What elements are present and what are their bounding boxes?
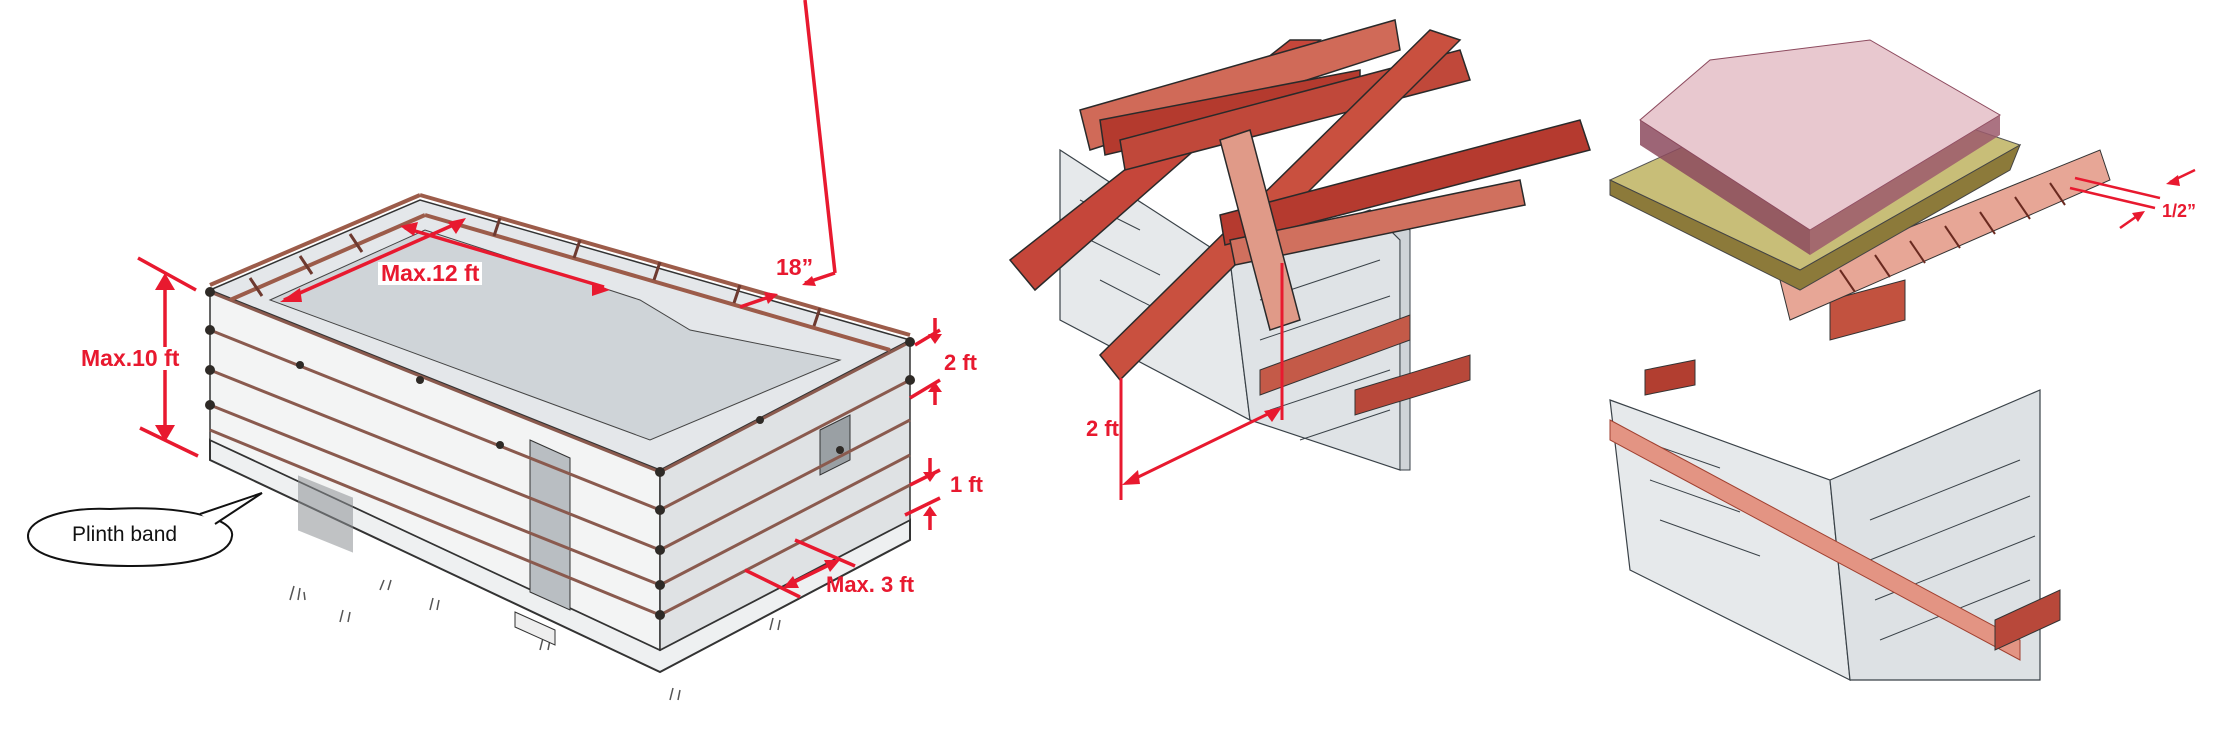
label-plinth-1ft: 1 ft	[950, 472, 983, 497]
label-max-height: Max.10 ft	[78, 347, 183, 370]
label-band-spacing: 18”	[776, 254, 814, 280]
panel-roof-layer-section: 1/2”	[1600, 0, 2220, 738]
roof-framing-illustration	[1008, 19, 1591, 500]
label-max-span: Max.12 ft	[378, 262, 483, 285]
board-gap-dimension	[2069, 168, 2196, 230]
label-top-band-2ft: 2 ft	[944, 350, 977, 375]
label-max-3ft: Max. 3 ft	[826, 572, 915, 597]
label-overhang-2ft: 2 ft	[1086, 416, 1119, 441]
label-board-gap: 1/2”	[2162, 201, 2197, 221]
overhang-dimension	[1119, 263, 1284, 500]
panel-timber-roof-framing: 2 ft	[1000, 0, 1600, 738]
dimension-lines	[137, 0, 942, 599]
plinth-band-callout	[26, 492, 263, 568]
panel-rc-band-building: Max.10 ft Max.12 ft 18” 2 ft 1 ft Max. 3…	[0, 0, 983, 738]
roof-section-illustration	[1608, 39, 2196, 682]
ground-grass-icon	[289, 579, 781, 701]
plinth-band-callout-text: Plinth band	[72, 523, 178, 546]
